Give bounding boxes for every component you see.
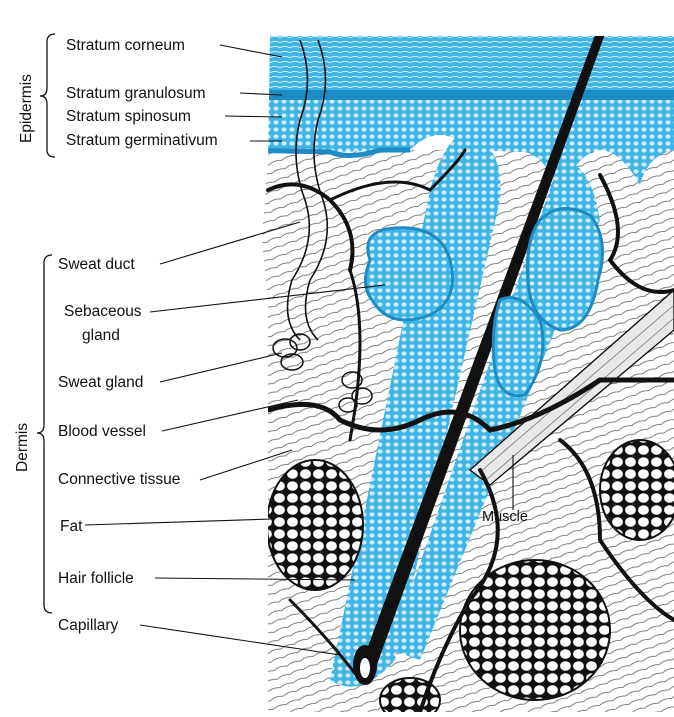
- sweat-gland-label: Sweat gland: [58, 374, 143, 392]
- tissue-block: [240, 8, 674, 712]
- sebaceous-gland-label-line2: gland: [82, 327, 120, 345]
- fat-label: Fat: [60, 518, 82, 536]
- stratum-corneum-label: Stratum corneum: [66, 37, 185, 55]
- dermis-group-label: Dermis: [14, 423, 32, 472]
- sweat-duct-label: Sweat duct: [58, 256, 135, 274]
- sebaceous-gland-label-line1: Sebaceous: [64, 303, 142, 321]
- stratum-spinosum-label: Stratum spinosum: [66, 108, 191, 126]
- connective-tissue-label: Connective tissue: [58, 471, 180, 489]
- sebaceous-gland: [365, 228, 452, 320]
- stratum-corneum-layer: [240, 36, 674, 94]
- blood-vessel-label: Blood vessel: [58, 423, 146, 441]
- epidermis-group-label: Epidermis: [18, 74, 36, 143]
- hair-follicle-label: Hair follicle: [58, 570, 134, 588]
- dermis-bracket: [37, 255, 52, 613]
- epidermis-bracket: [40, 34, 55, 157]
- muscle-label: Muscle: [482, 508, 528, 526]
- stratum-germinativum-label: Stratum germinativum: [66, 132, 218, 150]
- capillary-label: Capillary: [58, 617, 118, 635]
- stratum-granulosum-label: Stratum granulosum: [66, 85, 206, 103]
